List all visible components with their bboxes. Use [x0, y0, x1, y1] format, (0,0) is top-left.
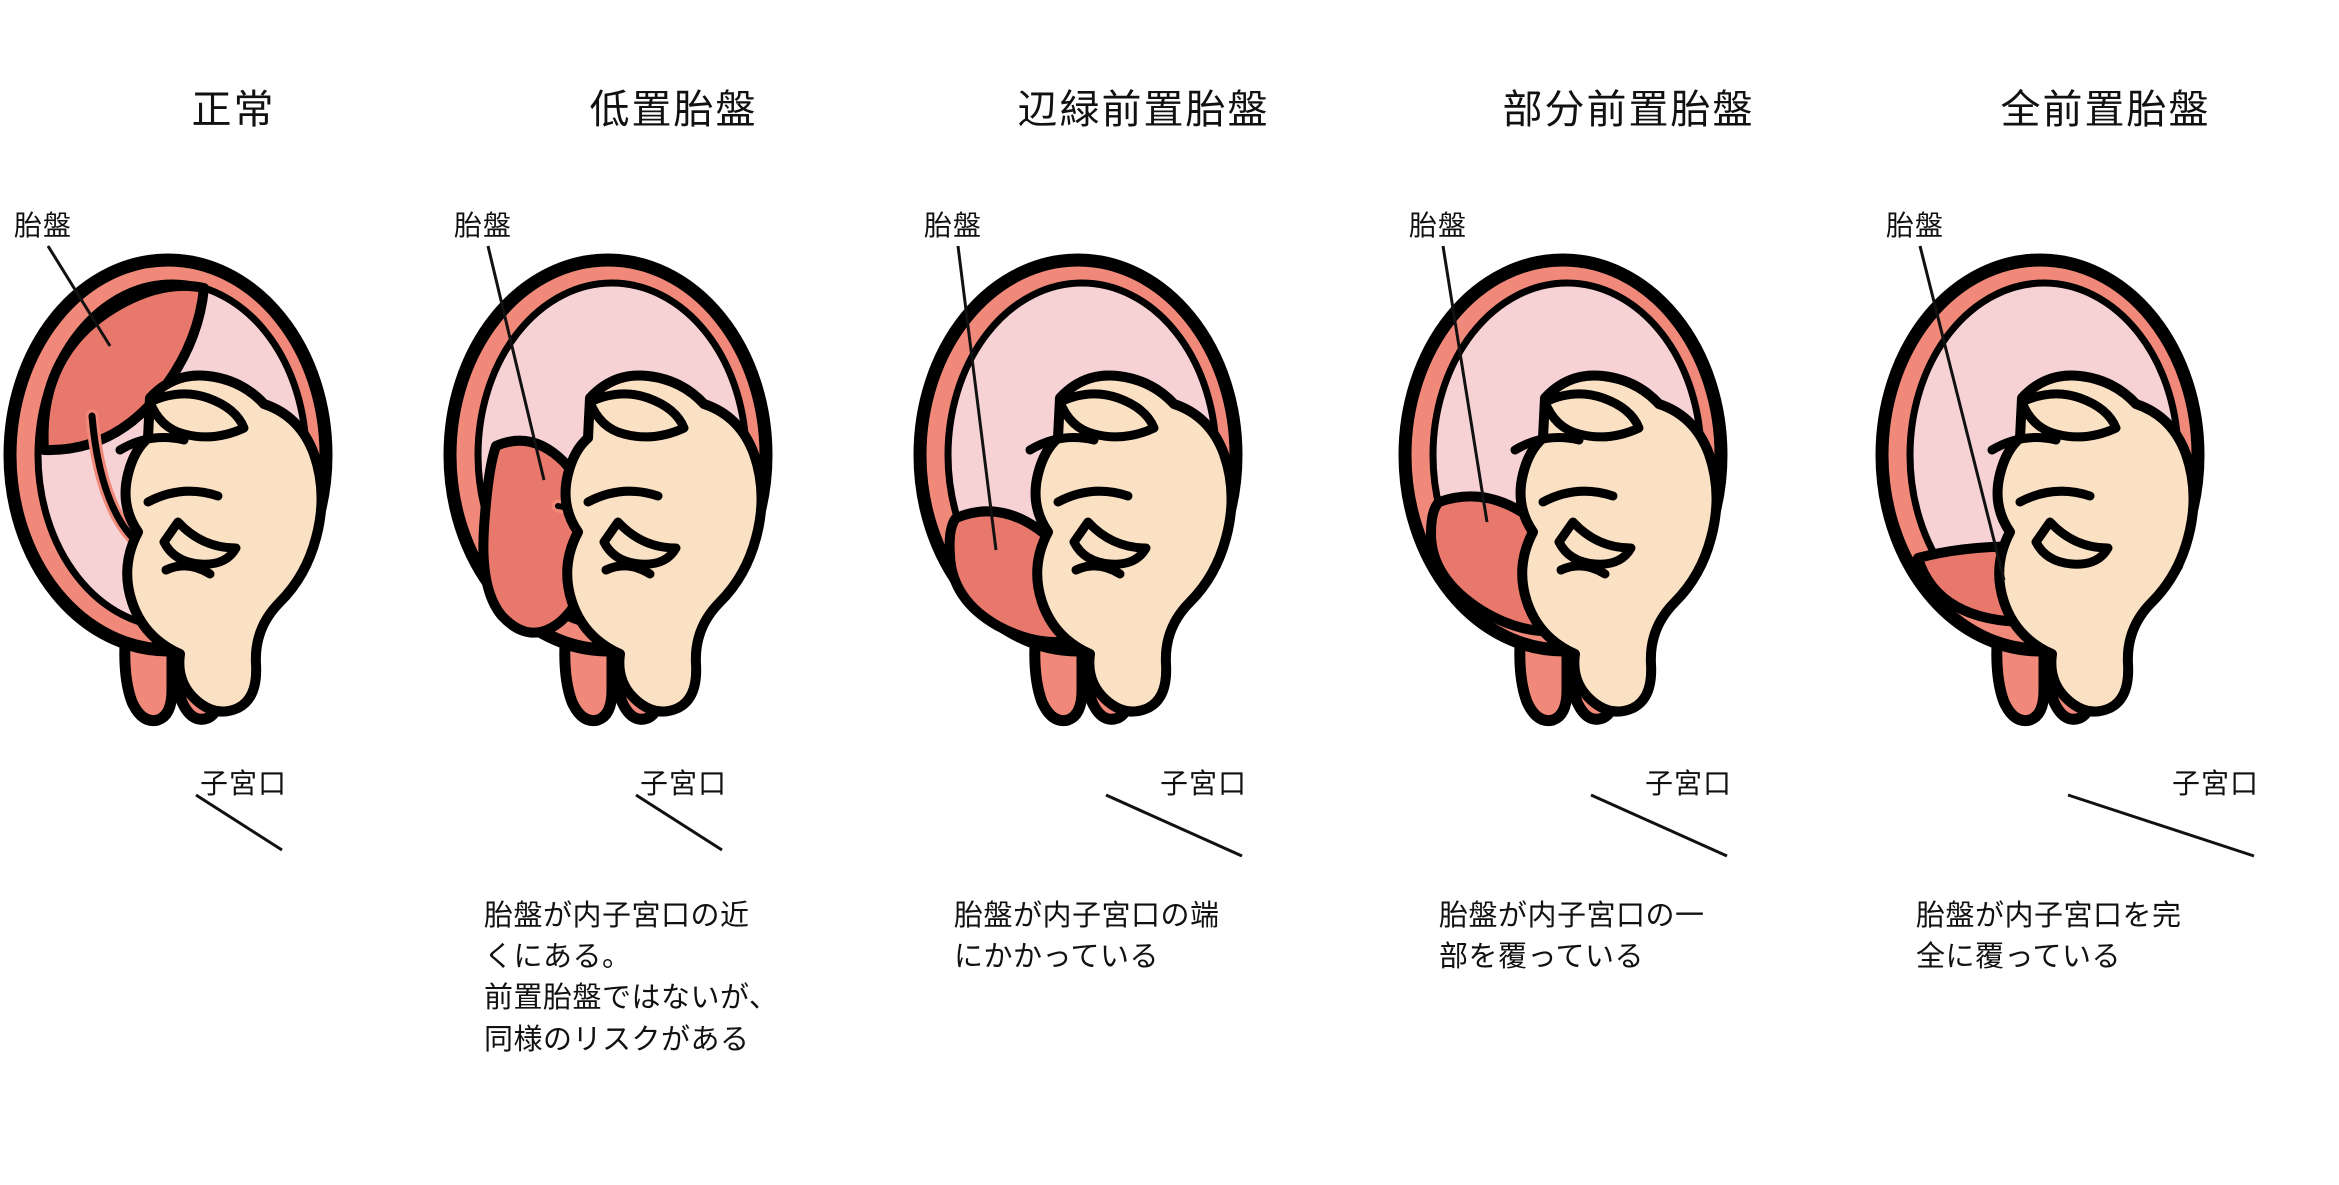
panel-complete-previa: 全前置胎盤 胎盤 子宮口 [1872, 0, 2339, 1185]
panel-title: 全前置胎盤 [2000, 87, 2211, 133]
cervical-os-leader-line [1105, 793, 1243, 858]
cervical-os-label: 子宮口 [2172, 767, 2260, 800]
uterus-illustration [1395, 150, 1862, 858]
panel-low-lying: 低置胎盤 胎盤 子宮口 [440, 0, 907, 1185]
placenta-leader-line [956, 245, 998, 551]
panel-caption: 胎盤が内子宮口の端 にかかっている [954, 898, 1220, 974]
uterus-illustration [440, 150, 907, 852]
placenta-leader-line [486, 245, 546, 481]
uterus-illustration [910, 150, 1377, 858]
uterus-illustration [1872, 150, 2339, 858]
panel-partial-previa: 部分前置胎盤 胎盤 子宮口 [1395, 0, 1862, 1185]
cervical-os-leader-line [2067, 793, 2255, 858]
panel-title: 正常 [191, 87, 276, 133]
panel-title: 部分前置胎盤 [1502, 87, 1755, 133]
cervical-os-leader-line [635, 793, 723, 852]
panel-caption: 胎盤が内子宮口を完 全に覆っている [1916, 898, 2182, 974]
cervical-os-label: 子宮口 [200, 767, 288, 800]
panel-caption: 胎盤が内子宮口の一 部を覆っている [1439, 898, 1705, 974]
cervical-os-leader-line [195, 793, 283, 852]
panel-marginal-previa: 辺緑前置胎盤 胎盤 子宮口 [910, 0, 1377, 1185]
uterus-illustration [0, 150, 467, 852]
cervical-os-leader-line [1590, 793, 1728, 858]
placenta-label: 胎盤 [924, 209, 983, 242]
panel-title: 辺緑前置胎盤 [1017, 87, 1270, 133]
cervical-os-label: 子宮口 [640, 767, 728, 800]
panel-normal: 正常 胎盤 子宮口 [0, 0, 467, 1185]
placenta-label: 胎盤 [14, 209, 73, 242]
placenta-label: 胎盤 [1886, 209, 1945, 242]
cervical-os-label: 子宮口 [1645, 767, 1733, 800]
panel-title: 低置胎盤 [589, 87, 758, 133]
placenta-leader-line [46, 245, 112, 347]
cervical-os-label: 子宮口 [1160, 767, 1248, 800]
placenta-label: 胎盤 [1409, 209, 1468, 242]
panel-caption: 胎盤が内子宮口の近 くにある。 前置胎盤ではないが、 同様のリスクがある [484, 898, 779, 1056]
placenta-leader-line [1918, 245, 2006, 581]
placenta-label: 胎盤 [454, 209, 513, 242]
placenta-leader-line [1441, 245, 1489, 523]
